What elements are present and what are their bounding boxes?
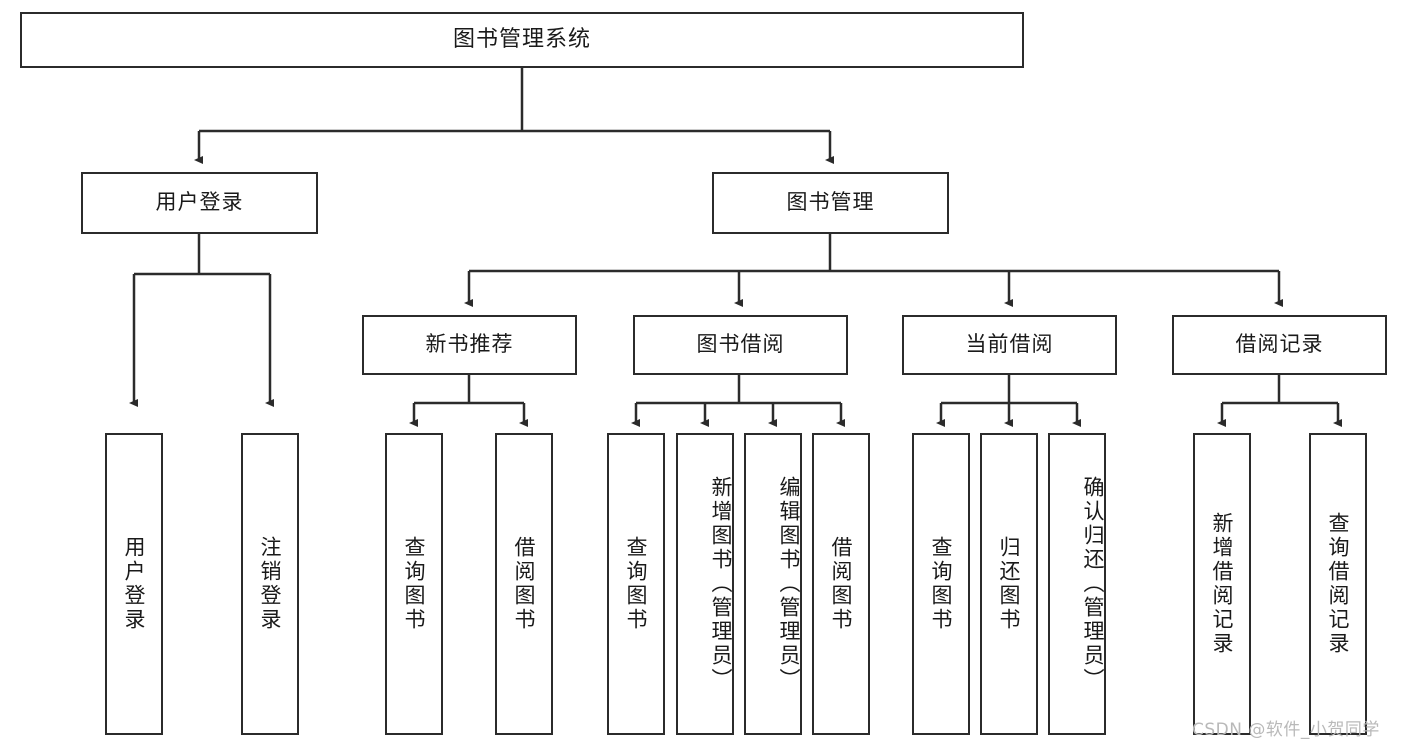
node-label: 新增图书（管理员） bbox=[709, 476, 733, 692]
node-label: 查询图书 bbox=[402, 536, 427, 632]
leaf-book-borrow-borrow-book[interactable]: 借阅图书 bbox=[812, 433, 870, 735]
node-label: 查询图书 bbox=[929, 536, 954, 632]
node-label: 借阅图书 bbox=[512, 536, 537, 632]
node-label: 归还图书 bbox=[997, 536, 1022, 632]
node-label: 图书管理 bbox=[786, 190, 875, 215]
leaf-current-borrow-confirm-return-admin[interactable]: 确认归还（管理员） bbox=[1048, 433, 1106, 735]
csdn-watermark: CSDN @软件_小贺同学 bbox=[1192, 720, 1380, 740]
leaf-book-borrow-add-book-admin[interactable]: 新增图书（管理员） bbox=[676, 433, 734, 735]
leaf-borrow-record-add-record[interactable]: 新增借阅记录 bbox=[1193, 433, 1251, 735]
leaf-book-borrow-query-book[interactable]: 查询图书 bbox=[607, 433, 665, 735]
node-user-login[interactable]: 用户登录 bbox=[81, 172, 318, 234]
node-label: 图书管理系统 bbox=[452, 26, 591, 52]
leaf-borrow-record-query-record[interactable]: 查询借阅记录 bbox=[1309, 433, 1367, 735]
node-label: 查询图书 bbox=[624, 536, 649, 632]
leaf-user-login-login[interactable]: 用户登录 bbox=[105, 433, 163, 735]
node-borrow-record[interactable]: 借阅记录 bbox=[1172, 315, 1387, 375]
node-label: 编辑图书（管理员） bbox=[777, 476, 801, 692]
node-label: 借阅记录 bbox=[1235, 332, 1324, 357]
node-label: 新书推荐 bbox=[425, 332, 514, 357]
leaf-current-borrow-query-book[interactable]: 查询图书 bbox=[912, 433, 970, 735]
node-label: 用户登录 bbox=[122, 536, 147, 632]
node-label: 新增借阅记录 bbox=[1210, 512, 1235, 656]
leaf-current-borrow-return-book[interactable]: 归还图书 bbox=[980, 433, 1038, 735]
node-root-book-management-system[interactable]: 图书管理系统 bbox=[20, 12, 1024, 68]
node-book-management[interactable]: 图书管理 bbox=[712, 172, 949, 234]
node-label: 当前借阅 bbox=[965, 332, 1054, 357]
node-label: 借阅图书 bbox=[829, 536, 854, 632]
node-label: 图书借阅 bbox=[696, 332, 785, 357]
node-new-book-recommend[interactable]: 新书推荐 bbox=[362, 315, 577, 375]
leaf-book-borrow-edit-book-admin[interactable]: 编辑图书（管理员） bbox=[744, 433, 802, 735]
leaf-new-book-query-book[interactable]: 查询图书 bbox=[385, 433, 443, 735]
leaf-new-book-borrow-book[interactable]: 借阅图书 bbox=[495, 433, 553, 735]
node-book-borrow[interactable]: 图书借阅 bbox=[633, 315, 848, 375]
node-label: 确认归还（管理员） bbox=[1081, 476, 1105, 692]
node-label: 查询借阅记录 bbox=[1326, 512, 1351, 656]
node-current-borrow[interactable]: 当前借阅 bbox=[902, 315, 1117, 375]
leaf-user-login-logout[interactable]: 注销登录 bbox=[241, 433, 299, 735]
node-label: 用户登录 bbox=[155, 190, 244, 215]
node-label: 注销登录 bbox=[258, 536, 283, 632]
